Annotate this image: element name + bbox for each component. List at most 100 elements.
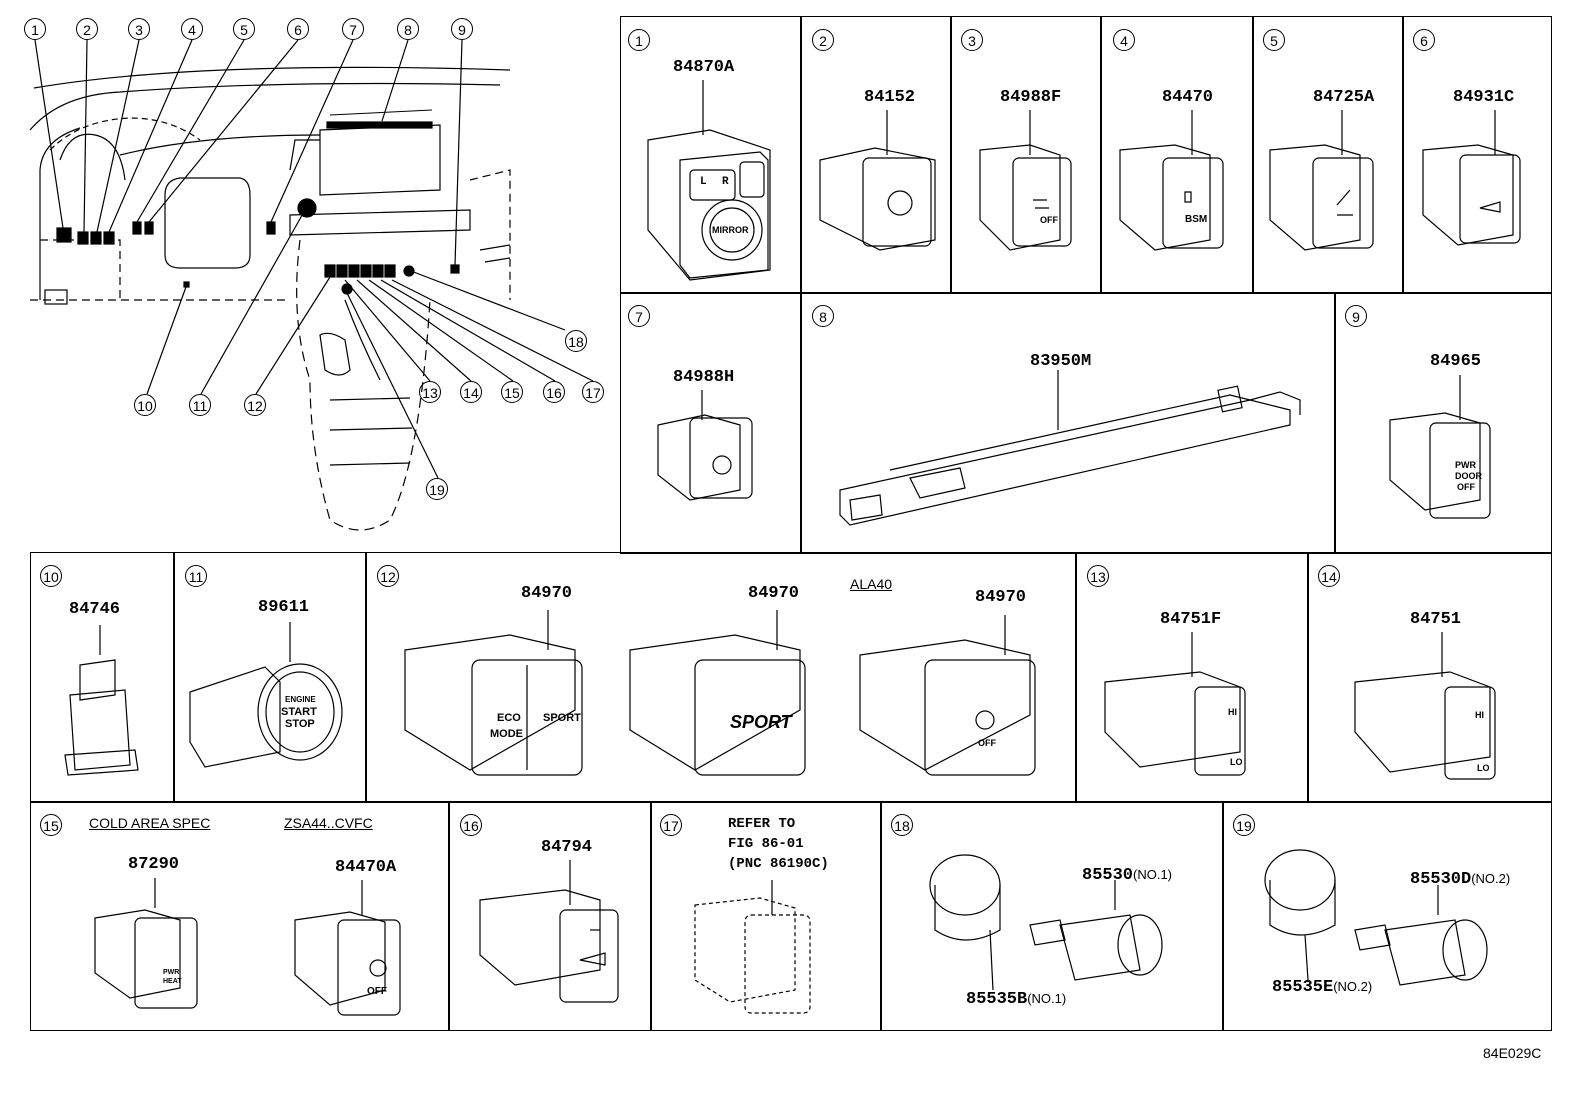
callout-9: 9 [451,18,473,40]
cell-number-3: 3 [961,29,983,51]
cell-5 [1252,16,1404,294]
part-number: 84988F [1000,88,1062,107]
cell-3 [950,16,1102,294]
part-number: 83950M [1030,352,1092,371]
switch-84970-eco-sport-drawing [400,610,590,780]
switch-84988h-drawing [650,390,770,505]
callout-16: 16 [543,381,565,403]
cell-2 [800,16,952,294]
cell-4 [1100,16,1254,294]
pn-85530d: 85530D [1410,870,1472,889]
note-ala40: ALA40 [850,576,893,592]
callout-15: 15 [501,381,523,403]
cell-17 [650,801,882,1031]
mode-label: MODE [490,728,523,740]
callout-6: 6 [287,18,309,40]
cell-14 [1307,552,1552,803]
bsm-label: BSM [1185,214,1208,225]
callout-3: 3 [128,18,150,40]
callout-8: 8 [397,18,419,40]
cell-10 [30,552,175,803]
switch-84725a-drawing [1265,110,1380,255]
pwr-heat-label: PWR [163,969,180,976]
start-label: START [281,706,317,718]
switch-86190c-drawing [690,880,840,1020]
part-number: 85530D(NO.2) [1410,870,1510,889]
part-number: 84970 [748,584,800,603]
lo-label: LO [1230,757,1243,767]
cell-12 [365,552,1077,803]
sport-label-large: SPORT [730,712,792,732]
cell-number-11: 11 [185,565,207,587]
callout-7: 7 [342,18,364,40]
hi-label: HI [1228,707,1237,717]
engine-label: ENGINE [285,695,316,704]
mirror-switch-drawing [640,80,790,280]
part-number: 84794 [541,838,593,857]
switch-84965-drawing [1385,375,1495,520]
qualifier-no2: (NO.2) [1471,871,1511,886]
part-number: 84725A [1313,88,1375,107]
lo-label: LO [1477,763,1490,773]
cell-number-14: 14 [1318,565,1340,587]
part-number: 84751 [1410,610,1462,629]
callout-2: 2 [76,18,98,40]
stop-label: STOP [285,718,315,730]
qualifier-no2: (NO.2) [1333,979,1373,994]
cell-number-12: 12 [377,565,399,587]
cell-number-19: 19 [1233,814,1255,836]
cell-number-10: 10 [40,565,62,587]
part-number: 85535B(NO.1) [966,990,1066,1009]
mirror-r-label: R [722,176,729,188]
part-number: 84870A [673,58,735,77]
part-number: 84970 [521,584,573,603]
seat-heater-84751f-drawing [1100,632,1270,777]
cell-number-6: 6 [1413,29,1435,51]
part-number: 84746 [69,600,121,619]
start-switch-89611-drawing [185,622,355,772]
sensor-84746-drawing [60,625,150,775]
cell-number-1: 1 [628,29,650,51]
part-number: 84970 [975,588,1027,607]
off-label: OFF [978,738,996,748]
cell-number-17: 17 [660,814,682,836]
cell-18 [880,801,1224,1031]
cell-number-15: 15 [40,814,62,836]
off-label: OFF [367,986,387,997]
door-label: DOOR [1455,471,1482,481]
cell-11 [173,552,367,803]
cell-8 [800,292,1336,554]
cell-1 [620,16,802,294]
part-number: 87290 [128,855,180,874]
plug-85530-drawing [1020,880,1170,1000]
off-label: OFF [1457,482,1475,492]
switch-84470-drawing [1115,110,1230,255]
cell-number-8: 8 [812,305,834,327]
switch-84470a-drawing [290,880,410,1020]
cell-number-4: 4 [1113,29,1135,51]
callout-18: 18 [565,330,587,352]
cell-9 [1334,292,1552,554]
callout-10: 10 [134,394,156,416]
switch-87290-drawing [90,878,200,1013]
switch-84970-off-drawing [855,615,1045,780]
part-number: 85530(NO.1) [1082,866,1172,885]
cell-number-9: 9 [1345,305,1367,327]
part-number: 84965 [1430,352,1482,371]
cell-number-7: 7 [628,305,650,327]
cell-7 [620,292,802,554]
qualifier-no1: (NO.1) [1133,867,1173,882]
callout-12: 12 [244,394,266,416]
pwr-label: PWR [1455,460,1476,470]
socket-85535e-drawing [1250,835,1360,985]
mirror-l-label: L [700,176,707,188]
callout-5: 5 [233,18,255,40]
cell-number-13: 13 [1087,565,1109,587]
off-label: OFF [1040,215,1058,225]
pn-85535b: 85535B [966,990,1028,1009]
callout-14: 14 [460,381,482,403]
part-number: 84470 [1162,88,1214,107]
part-number: 85535E(NO.2) [1272,978,1372,997]
callout-13: 13 [419,381,441,403]
cell-number-18: 18 [891,814,913,836]
